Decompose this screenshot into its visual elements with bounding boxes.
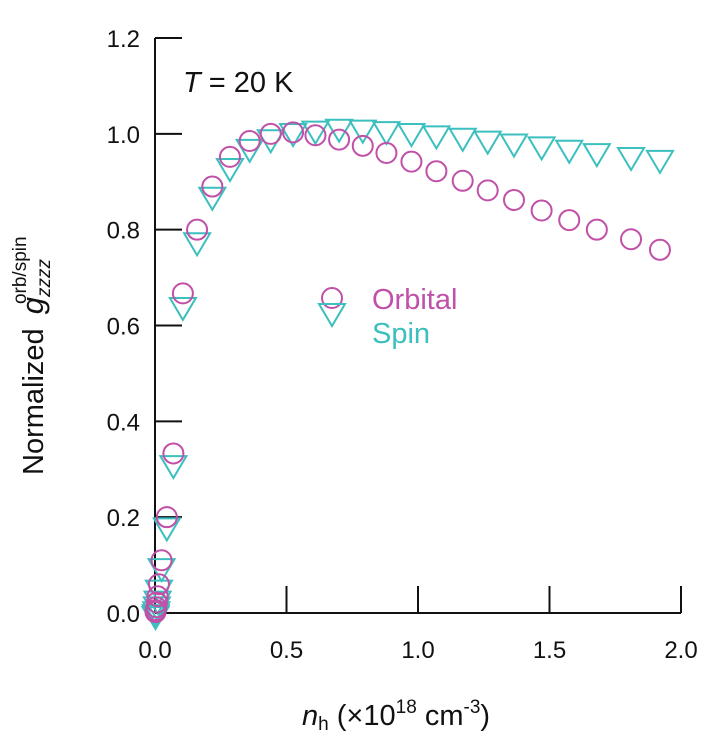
data-point bbox=[585, 218, 608, 241]
data-point bbox=[234, 138, 265, 164]
series-orbital bbox=[144, 121, 671, 624]
data-point bbox=[616, 146, 646, 172]
x-axis-label: nh (×1018 cm-3) bbox=[302, 697, 490, 735]
data-point bbox=[620, 228, 643, 251]
data-point bbox=[259, 122, 282, 145]
y-tick-label: 0.6 bbox=[107, 314, 140, 341]
data-point bbox=[375, 142, 398, 164]
y-tick-label: 0.4 bbox=[107, 409, 140, 436]
data-point bbox=[197, 186, 228, 212]
data-point bbox=[300, 120, 331, 146]
x-tick-label: 0.5 bbox=[270, 637, 303, 664]
x-tick-label: 0.0 bbox=[138, 637, 171, 664]
data-point bbox=[168, 296, 198, 322]
data-point bbox=[182, 232, 212, 258]
data-point bbox=[201, 175, 224, 198]
data-point bbox=[396, 123, 427, 148]
temperature-annotation: T = 20 K bbox=[183, 67, 294, 99]
series-spin bbox=[140, 118, 675, 631]
data-point bbox=[530, 199, 553, 222]
legend-spin-label: Spin bbox=[372, 318, 430, 350]
y-tick-label: 1.0 bbox=[107, 122, 140, 149]
legend-orbital-label: Orbital bbox=[372, 284, 457, 316]
data-point bbox=[150, 549, 173, 572]
data-point bbox=[155, 506, 178, 529]
x-tick-label: 1.5 bbox=[533, 637, 566, 664]
data-point bbox=[145, 591, 168, 614]
data-point bbox=[146, 585, 169, 608]
data-point bbox=[186, 218, 209, 241]
data-point bbox=[215, 157, 245, 183]
data-point bbox=[425, 160, 448, 183]
data-point bbox=[472, 130, 503, 156]
data-point bbox=[645, 149, 675, 175]
data-point bbox=[162, 442, 185, 465]
data-point bbox=[526, 136, 557, 162]
data-point bbox=[371, 121, 402, 147]
y-tick-labels: 0.0 0.2 0.4 0.6 0.8 1.0 1.2 bbox=[107, 26, 140, 628]
data-point bbox=[146, 558, 177, 584]
data-point bbox=[400, 150, 423, 173]
data-point bbox=[324, 118, 354, 144]
legend-spin-marker bbox=[317, 303, 347, 328]
x-tick-labels: 0.0 0.5 1.0 1.5 2.0 bbox=[138, 637, 697, 664]
y-tick-label: 0.8 bbox=[107, 218, 140, 245]
data-point bbox=[218, 145, 241, 168]
data-point bbox=[147, 573, 170, 596]
y-tick-label: 0.0 bbox=[107, 601, 140, 628]
data-point bbox=[447, 127, 478, 153]
data-point bbox=[152, 517, 182, 543]
data-point bbox=[554, 139, 584, 165]
data-point bbox=[158, 455, 189, 481]
data-point bbox=[351, 134, 374, 157]
data-point bbox=[476, 179, 499, 202]
y-tick-label: 0.2 bbox=[107, 505, 140, 532]
data-point bbox=[648, 238, 671, 261]
data-point bbox=[421, 125, 452, 151]
legend-orbital-marker bbox=[321, 287, 343, 309]
data-point bbox=[582, 143, 612, 169]
plot-area bbox=[140, 118, 675, 631]
data-point bbox=[558, 209, 581, 232]
y-axis-label: Normalized gzzzzorb/spin bbox=[10, 236, 55, 475]
x-tick-label: 2.0 bbox=[664, 637, 697, 664]
data-point bbox=[328, 128, 351, 151]
data-point bbox=[451, 169, 474, 192]
data-point bbox=[238, 130, 261, 153]
legend: Orbital Spin bbox=[317, 284, 457, 350]
axes bbox=[154, 37, 682, 614]
data-point bbox=[278, 123, 308, 148]
data-point bbox=[499, 133, 529, 159]
data-point bbox=[502, 188, 525, 211]
y-tick-label: 1.2 bbox=[107, 26, 140, 53]
data-point bbox=[348, 119, 378, 145]
data-point bbox=[282, 121, 305, 144]
data-point bbox=[304, 124, 327, 147]
data-point bbox=[171, 282, 194, 305]
x-tick-label: 1.0 bbox=[401, 637, 434, 664]
